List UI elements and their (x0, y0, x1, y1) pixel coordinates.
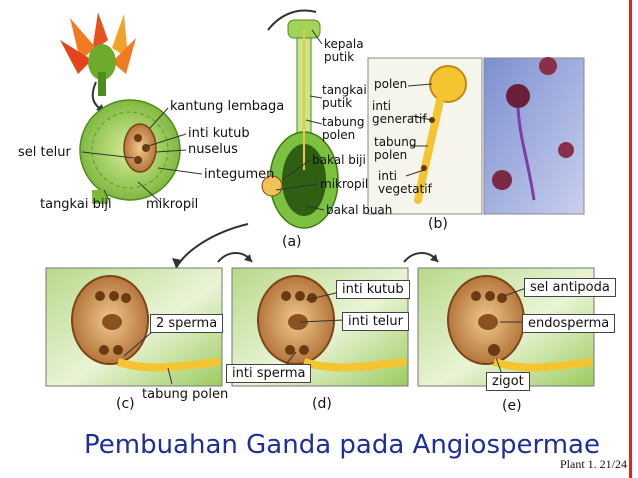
label-tabung-polen-a: tabung polen (322, 115, 365, 142)
label-tangkai-biji: tangkai biji (40, 197, 112, 212)
pollen-germination-illustration (367, 57, 585, 215)
label-sel-telur: sel telur (18, 145, 71, 160)
ovule-section-illustration (79, 99, 181, 204)
panel-label-e: (e) (502, 398, 522, 414)
label-mikropil-a: mikropil (320, 177, 369, 191)
label-zigot: zigot (486, 372, 530, 391)
panel-label-c: (c) (116, 396, 135, 412)
label-kantung-lembaga: kantung lembaga (170, 99, 285, 114)
label-tabung-polen-b: tabung polen (374, 135, 417, 162)
label-tabung-polen-c: tabung polen (142, 387, 229, 402)
label-integumen: integumen (204, 167, 275, 182)
label-inti-kutub: inti kutub (188, 126, 250, 141)
label-bakal-biji: bakal biji (312, 153, 366, 167)
label-inti-vegetatif: inti vegetatif (378, 169, 432, 196)
label-mikropil-left: mikropil (146, 197, 199, 212)
pistil-illustration (261, 19, 339, 229)
label-inti-telur: inti telur (342, 312, 409, 331)
label-bakal-buah: bakal buah (326, 203, 393, 217)
label-nuselus: nuselus (188, 142, 238, 157)
label-2-sperma: 2 sperma (150, 314, 224, 333)
label-tangkai-putik: tangkai putik (322, 83, 367, 110)
red-frame-line (629, 0, 632, 478)
label-kepala-putik: kepala putik (324, 37, 364, 64)
panel-label-a: (a) (282, 234, 302, 250)
label-polen: polen (374, 77, 408, 91)
page-number: Plant 1. 21/24 (560, 457, 628, 471)
label-inti-generatif: inti generatif (372, 99, 427, 126)
label-inti-sperma: inti sperma (226, 364, 312, 383)
panel-label-d: (d) (312, 396, 332, 412)
panel-label-b: (b) (428, 216, 448, 232)
label-endosperma: endosperma (522, 314, 616, 333)
flower-illustration (60, 12, 136, 96)
diagram-title: Pembuahan Ganda pada Angiospermae (84, 430, 600, 460)
label-sel-antipoda: sel antipoda (524, 278, 616, 297)
label-inti-kutub-d: inti kutub (336, 280, 410, 299)
